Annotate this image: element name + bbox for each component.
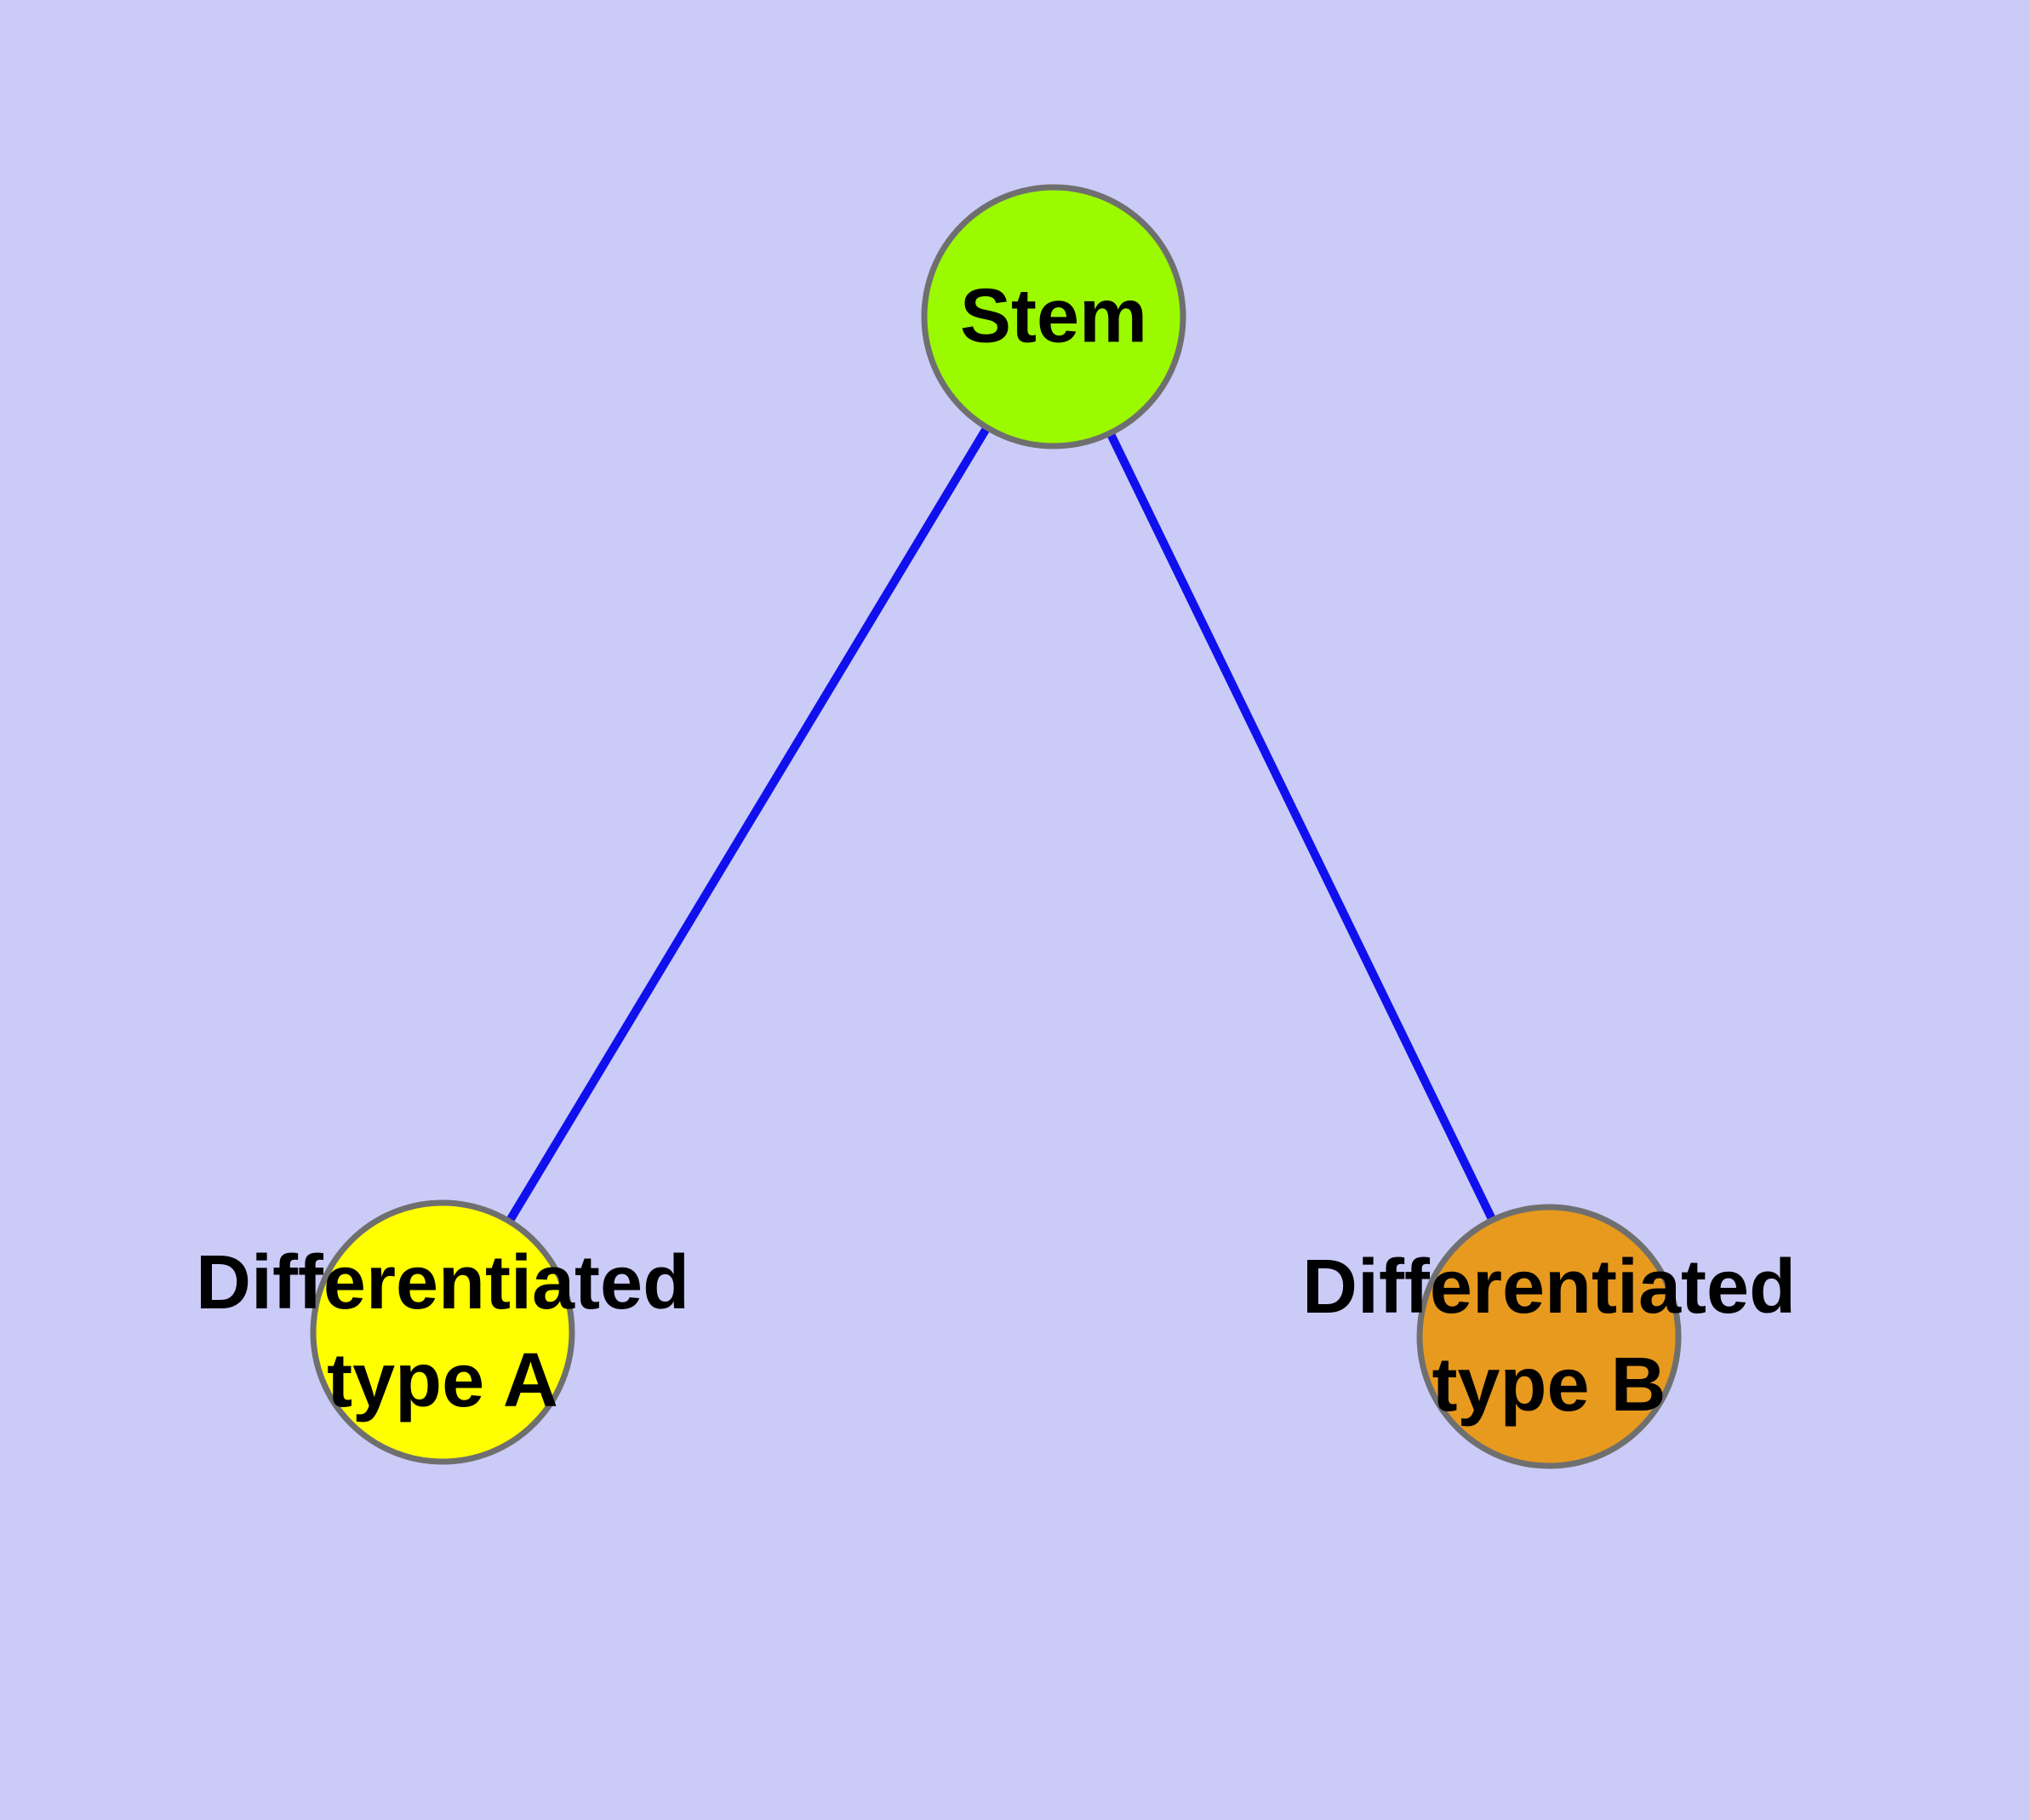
edge-stem-to-differentiated-type-a bbox=[438, 314, 1058, 1335]
node-stem-circle bbox=[921, 184, 1186, 449]
node-differentiated-type-b-circle bbox=[1416, 1204, 1682, 1469]
nodes-layer bbox=[310, 184, 1682, 1469]
edges-layer bbox=[438, 314, 1553, 1339]
node-differentiated-type-a-circle bbox=[310, 1199, 575, 1465]
edge-stem-to-differentiated-type-b bbox=[1049, 314, 1553, 1339]
